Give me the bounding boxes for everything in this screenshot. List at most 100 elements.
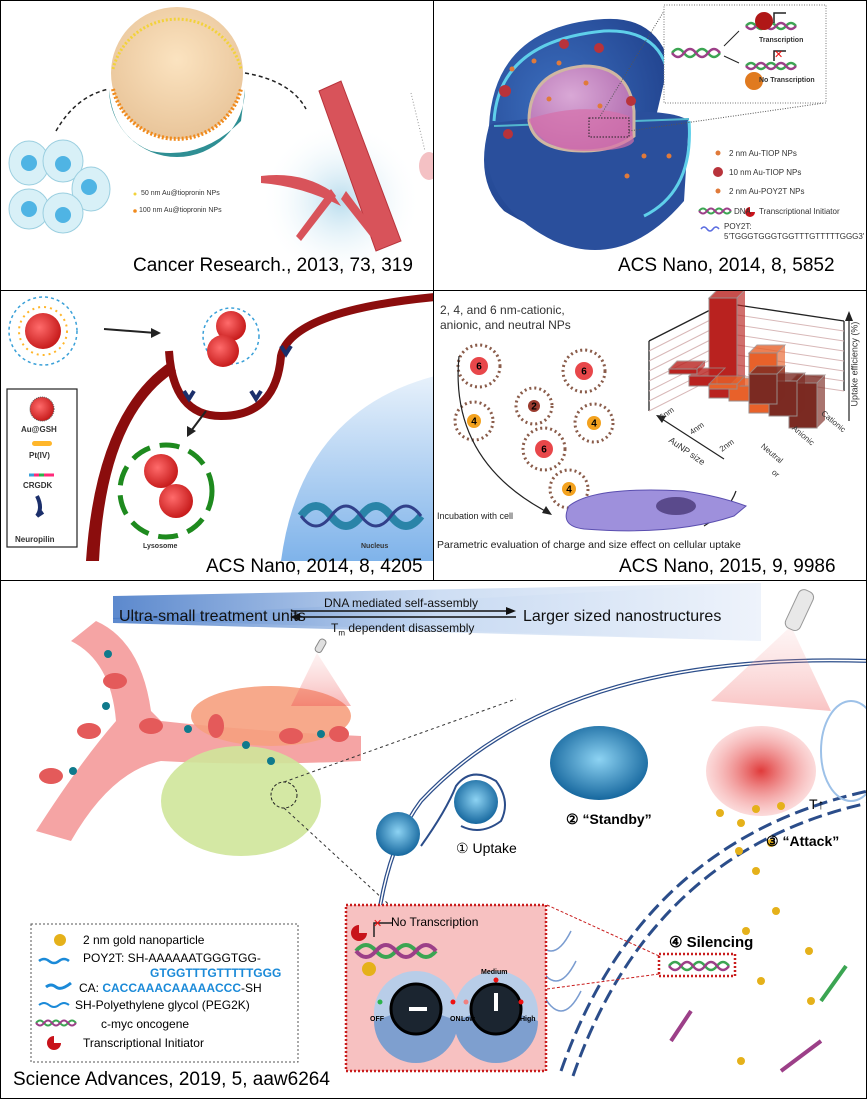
legend-peg: SH-Polyethylene glycol (PEG2K) — [75, 998, 250, 1012]
legend-initiator: Transcriptional Initiator — [83, 1036, 204, 1050]
inset-no-transcription-label: No Transcription — [759, 77, 815, 84]
inset-transcription-label: Transcription — [759, 37, 804, 44]
caption: Parametric evaluation of charge and size… — [437, 539, 741, 551]
dial-medium-label: Medium — [481, 969, 508, 976]
particle-size-label: 6 — [541, 445, 547, 456]
legend-label-pt-iv: Pt(IV) — [29, 451, 50, 460]
legend-box — [30, 923, 299, 1063]
particle-size-label: 4 — [591, 419, 597, 430]
legend-poy2t-icon — [715, 188, 721, 194]
mouse-icon — [419, 152, 433, 180]
nanostructure-uptake-2 — [454, 780, 498, 824]
laser-device-icon — [314, 638, 327, 653]
banner-right-label: Larger sized nanostructures — [523, 608, 722, 625]
y-axis-label: Uptake efficiency (%) — [849, 321, 860, 407]
step-attack: ③ “Attack” — [766, 833, 840, 849]
nanoparticle-group: 6 6 2 4 4 6 4 — [453, 343, 615, 510]
legend-label-crgdk: CRGDK — [23, 481, 53, 490]
panel-acs-nano-2015-9986: 2, 4, and 6 nm-cationic, anionic, and ne… — [433, 290, 867, 581]
ca-strand-icon — [45, 981, 72, 990]
transcriptional-initiator-icon — [755, 12, 773, 30]
particle-size-label: 6 — [581, 367, 587, 378]
intensity-dial — [454, 971, 538, 1063]
gold-nanoparticle-icon — [54, 934, 66, 946]
nanoparticle-4nm: 4 — [573, 402, 615, 444]
intro-line-1: 2, 4, and 6 nm-cationic, — [440, 303, 565, 317]
particle-size-label: 4 — [566, 485, 572, 496]
nanoparticle-4nm: 4 — [453, 400, 495, 442]
legend-label-50nm: 50 nm Au@tiopronin NPs — [141, 190, 220, 197]
nanoparticle-6nm: 6 — [456, 343, 502, 389]
svg-text:✕: ✕ — [373, 918, 382, 930]
initiator-legend-icon — [745, 207, 755, 217]
dial-high-label: High — [520, 1016, 536, 1023]
blood-vessel — [261, 80, 421, 281]
temperature-rise-label: T↑ — [809, 796, 825, 812]
neuropilin-receptor — [182, 389, 196, 403]
citation: Science Advances, 2019, 5, aaw6264 — [13, 1069, 330, 1090]
banner-left-label: Ultra-small treatment units — [119, 608, 306, 625]
forward-process-label: DNA mediated self-assembly — [324, 596, 479, 610]
legend-label-au-gsh: Au@GSH — [21, 425, 57, 434]
nanostructure-standby — [550, 726, 648, 800]
poy2t-strand-icon — [700, 226, 720, 232]
citation: ACS Nano, 2014, 8, 4205 — [206, 556, 423, 577]
bar-anionic-2nm — [708, 383, 738, 390]
c-myc-dna-icon — [35, 1019, 77, 1027]
legend-ca: CA: CACCAAACAAAAACCC-SH — [79, 981, 262, 995]
panel-cancer-research-2013: 50 nm Au@tiopronin NPs 100 nm Au@tiopron… — [0, 0, 434, 291]
initiator-icon — [351, 925, 367, 941]
legend-dot-50nm — [133, 192, 137, 196]
nanoparticle-4nm: 4 — [548, 468, 590, 510]
initiator-legend-icon — [47, 1036, 61, 1050]
nanoparticle-6nm: 6 — [521, 426, 567, 472]
inset-no-transcription-label: No Transcription — [391, 915, 479, 929]
poy2t-strand-icon — [38, 957, 70, 965]
intro-line-2: anionic, and neutral NPs — [440, 318, 571, 332]
step-silencing: ④ Silencing — [669, 934, 754, 951]
legend-label-2nm-tiop: 2 nm Au-TIOP NPs — [729, 149, 797, 158]
cell-icon — [565, 489, 747, 532]
nucleus — [281, 376, 433, 561]
cell-cluster — [8, 139, 111, 234]
nucleus — [527, 64, 636, 153]
tumor-spheroid — [109, 7, 245, 157]
cell-membrane — [86, 361, 176, 561]
legend-label-100nm: 100 nm Au@tiopronin NPs — [139, 207, 222, 214]
panel-acs-nano-2014-4205: Au@GSH Pt(IV) CRGDK Neuropilin Lysosome … — [0, 290, 434, 581]
legend-label-10nm-tiop: 10 nm Au-TIOP NPs — [729, 168, 802, 177]
lysosome-label: Lysosome — [143, 543, 178, 550]
reverse-process-label: Tm dependent disassembly — [331, 621, 475, 638]
citation: Cancer Research., 2013, 73, 319 — [133, 255, 413, 276]
inset-box — [663, 4, 827, 104]
switch-off-label: OFF — [370, 1016, 384, 1023]
legend-label-initiator: Transcriptional Initiator — [759, 207, 840, 216]
endocytosis-illustration — [6, 293, 433, 561]
legend-label-dna: DNA — [734, 207, 751, 216]
tumor-penetration-illustration — [8, 7, 433, 281]
legend-gold-nanoparticle: 2 nm gold nanoparticle — [83, 933, 205, 947]
nanoparticles — [499, 39, 672, 179]
particle-size-label: 2 — [531, 402, 537, 413]
blood-vessel-tumor — [36, 621, 361, 856]
nanoparticle-2nm: 2 — [514, 386, 554, 426]
step-uptake: ① Uptake — [456, 840, 517, 856]
poy2t-label: POY2T: — [724, 222, 752, 231]
cell-nucleus-illustration: ✕ — [484, 4, 827, 250]
citation: ACS Nano, 2015, 9, 9986 — [619, 556, 836, 577]
panel-acs-nano-2014-5852: ✕ Transcription No Transcription 2 nm Au… — [433, 0, 867, 291]
bar-side-anionic-2nm — [737, 376, 745, 389]
switch-on-label: ON — [450, 1016, 461, 1023]
released-particles — [716, 802, 815, 1065]
panel-science-advances-2019: ✕ Ultra-small — [0, 580, 867, 1099]
bar-cationic-2nm — [668, 368, 698, 375]
bar-side-neutral-4nm — [797, 373, 805, 416]
bar-side-cationic-6nm — [737, 291, 745, 398]
citation: ACS Nano, 2014, 8, 5852 — [618, 255, 835, 276]
legend-label-poy2t: 2 nm Au-POY2T NPs — [729, 187, 805, 196]
legend-c-myc: c-myc oncogene — [101, 1017, 190, 1031]
bar-side-cationic-2nm — [697, 361, 705, 374]
on-off-switch — [374, 971, 458, 1063]
peg-strand-icon — [38, 1002, 70, 1008]
legend-label-neuropilin: Neuropilin — [15, 535, 55, 544]
